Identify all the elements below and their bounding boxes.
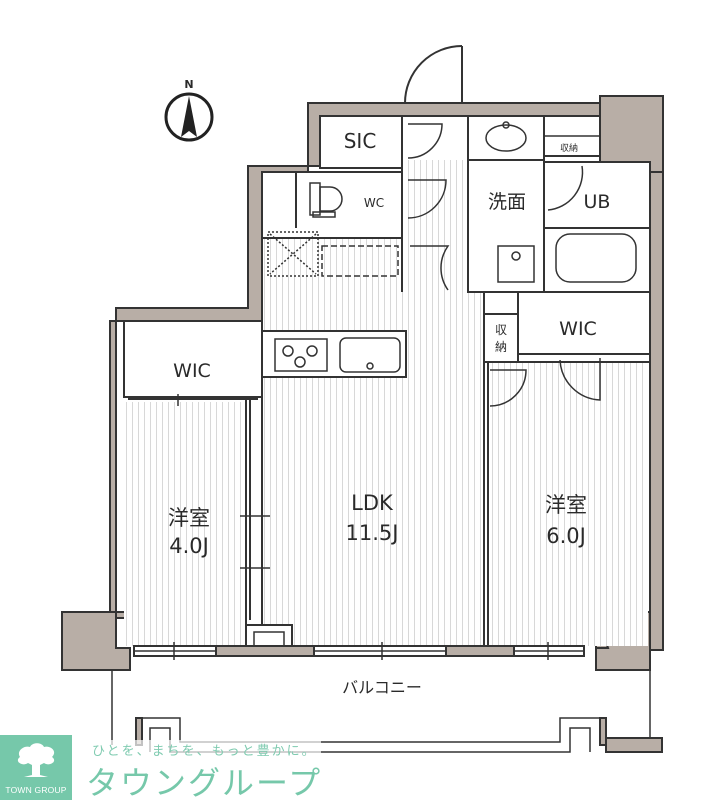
kitchen-sink-icon [339, 337, 401, 373]
balcony [111, 670, 663, 753]
washer-pan-icon [497, 245, 535, 283]
label-wc: WC [364, 196, 384, 210]
label-washroom: 洗面 [488, 191, 526, 213]
label-ldk: LDK [351, 491, 394, 515]
washbasin-icon [485, 124, 527, 152]
label-western-left-size: 4.0J [169, 534, 209, 558]
toilet-icon [309, 182, 343, 218]
label-balcony: バルコニー [342, 678, 422, 697]
door-swings [407, 123, 601, 407]
label-ldk-size: 11.5J [346, 521, 399, 545]
hallway-floor [402, 160, 468, 240]
label-western-right-size: 6.0J [546, 524, 586, 548]
label-western-left: 洋室 [168, 506, 210, 530]
bathtub-icon [555, 233, 637, 283]
fixtures [245, 121, 637, 647]
label-wic-right: WIC [559, 318, 597, 340]
western-room-left-floor [124, 402, 246, 646]
entrance-door [404, 45, 463, 104]
fridge-space-icon [267, 231, 319, 277]
compass-label: N [184, 78, 193, 91]
pillar-box [245, 624, 293, 647]
town-group-logo: TOWN GROUP [0, 735, 72, 800]
label-storage-mid: 収納 [495, 323, 507, 354]
label-ub: UB [584, 191, 611, 213]
western-room-right-floor [488, 362, 648, 646]
brand-name: タウングループ [86, 764, 323, 802]
sliding-doors [128, 394, 270, 569]
stove-icon [274, 338, 328, 372]
brand-slogan: ひとを、まちを、もっと豊かに。 [88, 740, 321, 759]
interior-walls [123, 115, 651, 646]
storage-space-dashed [321, 245, 399, 277]
balcony-windows [133, 642, 585, 660]
label-sic: SIC [344, 129, 377, 153]
tree-icon [17, 743, 55, 777]
label-western-right: 洋室 [545, 493, 587, 517]
logo-text: TOWN GROUP [5, 785, 67, 795]
label-wic-left: WIC [173, 360, 211, 382]
label-storage-top: 収納 [560, 142, 578, 154]
ldk-floor [262, 228, 486, 646]
north-compass-icon: N [164, 78, 214, 142]
